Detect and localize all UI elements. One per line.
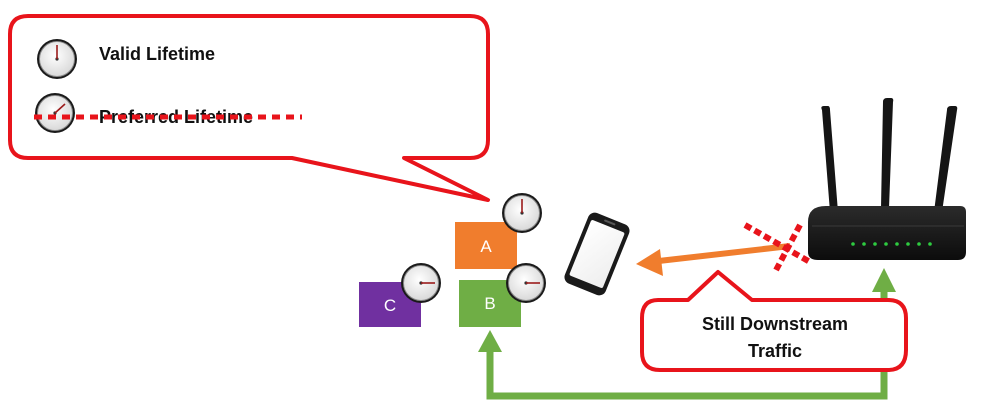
valid-lifetime-clock-icon	[36, 38, 78, 80]
preferred-lifetime-clock-icon	[34, 92, 76, 134]
valid-lifetime-label: Valid Lifetime	[99, 44, 215, 64]
router-icon	[808, 98, 966, 260]
downstream-arrow-head-b	[478, 330, 502, 352]
address-c-label: C	[384, 296, 396, 315]
downstream-traffic-line1: Still Downstream	[702, 314, 848, 334]
downstream-traffic-callout	[640, 270, 908, 372]
upstream-arrow-line	[649, 243, 791, 265]
phone-icon	[564, 212, 630, 296]
address-b-clock-icon	[505, 262, 547, 304]
cross-icon	[743, 222, 812, 274]
address-a-label: A	[480, 237, 492, 256]
address-b-label: B	[484, 294, 495, 313]
address-a-block	[455, 222, 517, 269]
downstream-traffic-line2: Traffic	[748, 341, 802, 361]
address-a-clock-icon	[501, 192, 543, 234]
legend-callout	[8, 14, 490, 202]
downstream-arrow-head-router	[872, 268, 896, 292]
upstream-arrow-head	[636, 249, 663, 276]
address-c-clock-icon	[400, 262, 442, 304]
